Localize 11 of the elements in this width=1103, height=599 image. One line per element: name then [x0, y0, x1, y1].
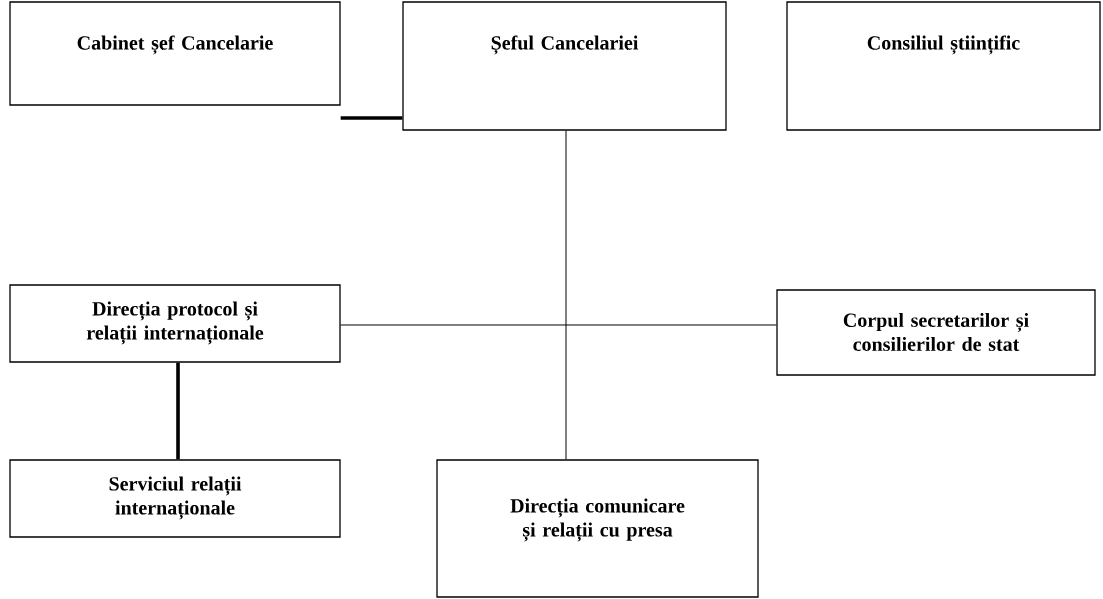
- org-box: Consiliul științific: [786, 1, 1101, 131]
- org-box: Serviciul relații internaționale: [9, 459, 341, 538]
- org-box: Direcția comunicare și relații cu presa: [436, 459, 759, 598]
- org-box: Șeful Cancelariei: [402, 1, 727, 131]
- connector-line: [565, 130, 567, 460]
- org-box: Cabinet șef Cancelarie: [9, 1, 341, 106]
- connector-line: [340, 324, 777, 326]
- org-box: Direcția protocol și relații internaționale: [9, 284, 341, 363]
- connector-line: [340, 116, 403, 120]
- org-box: Corpul secretarilor și consilierilor de stat: [776, 289, 1096, 376]
- connector-line: [176, 362, 180, 460]
